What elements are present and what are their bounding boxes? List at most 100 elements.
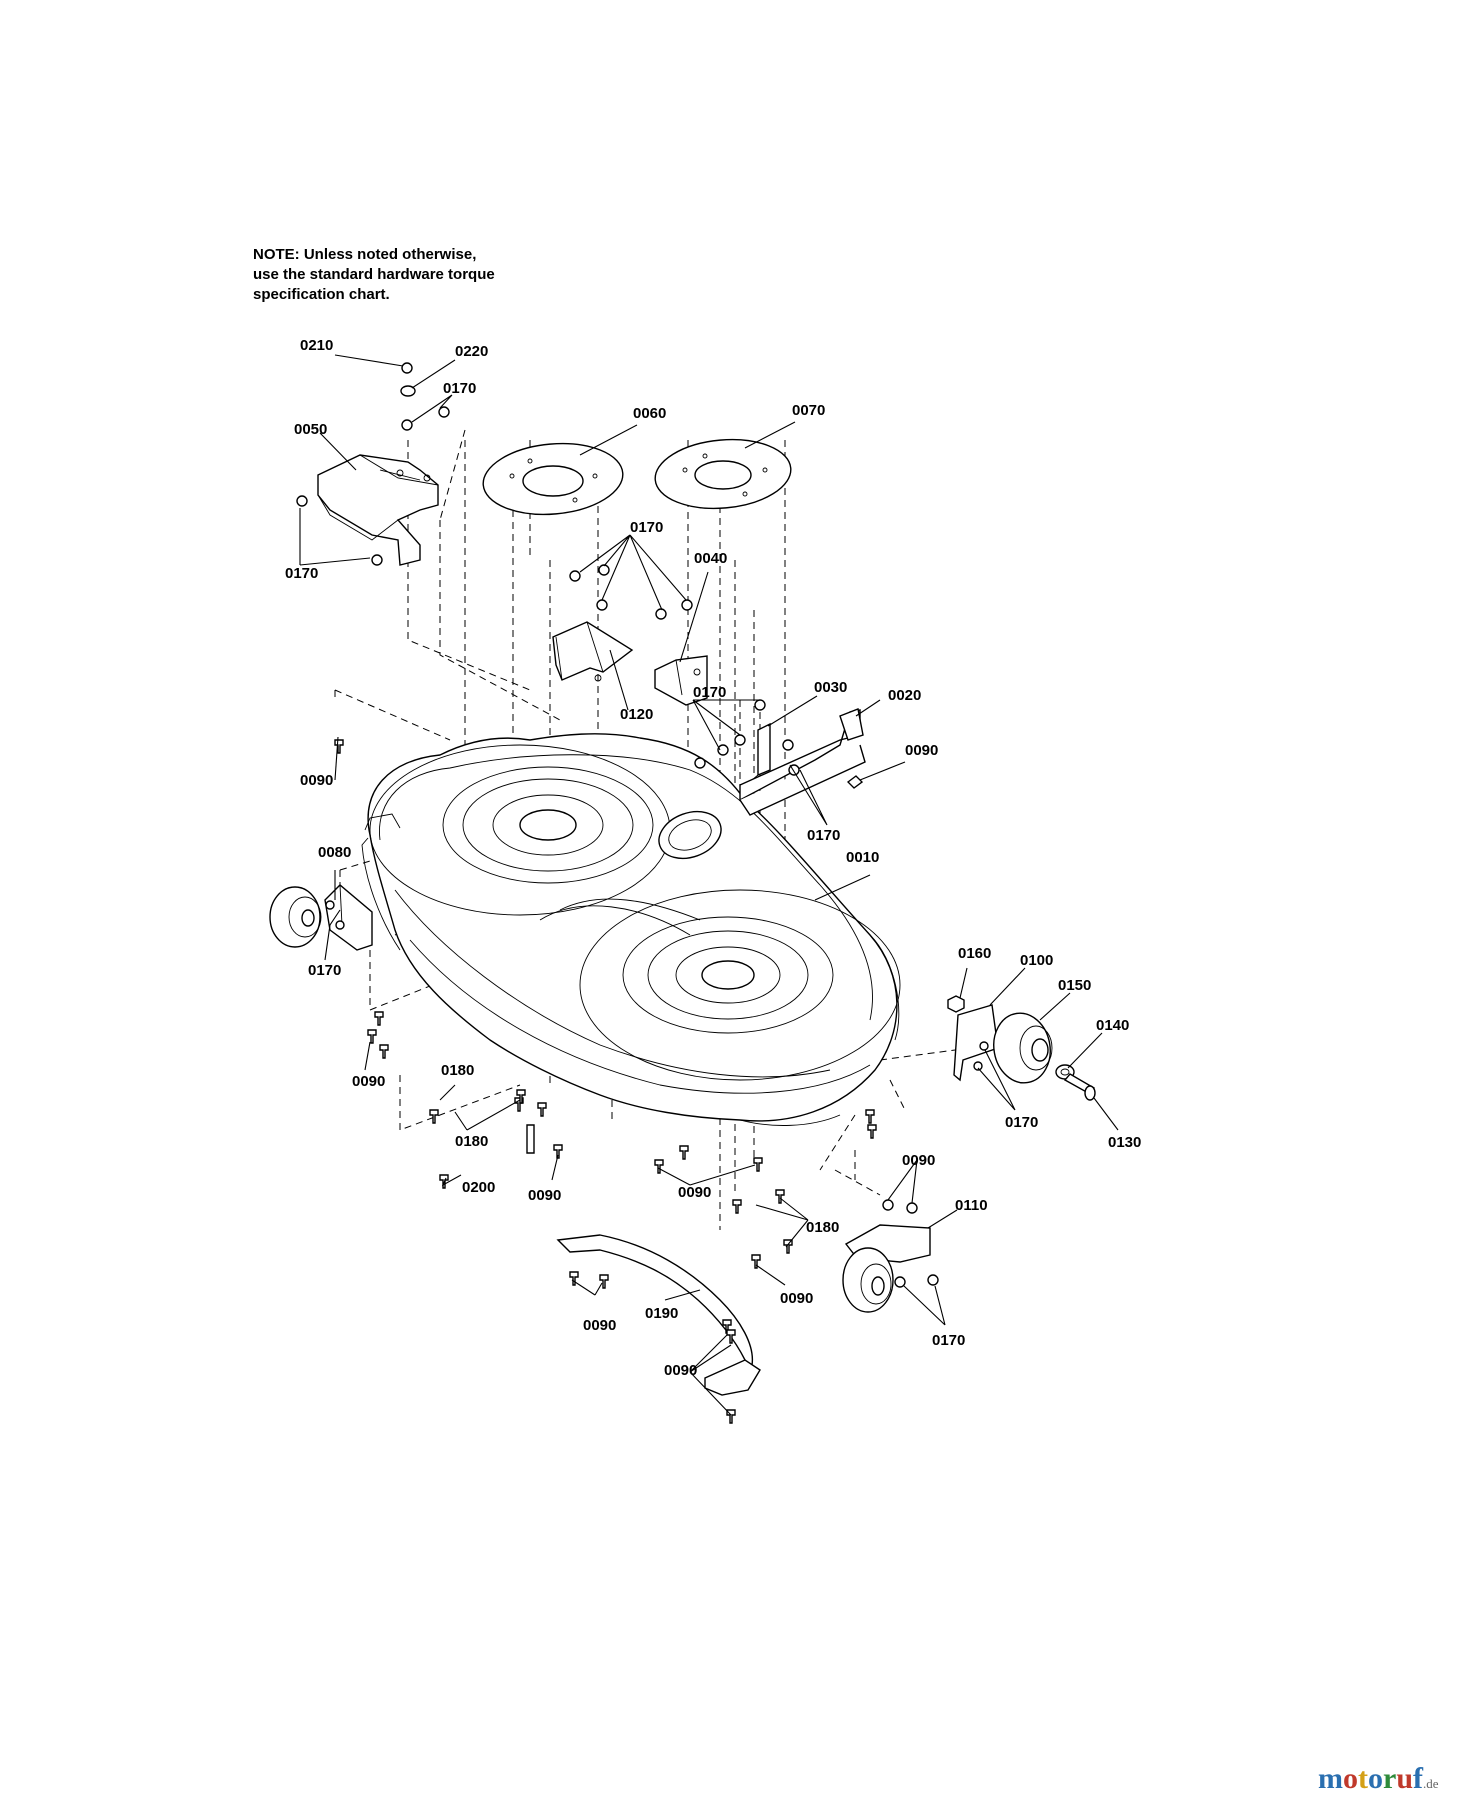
wheel-0150 — [993, 1012, 1053, 1084]
deck-shell-0010 — [361, 733, 901, 1126]
washer-icon — [400, 385, 416, 397]
nut-icon — [371, 554, 383, 566]
wm-u: u — [1396, 1762, 1414, 1795]
bolt-icon — [726, 1329, 736, 1344]
bracket-0120 — [552, 621, 634, 682]
nut-icon — [569, 570, 581, 582]
part-labels: 0210 0220 0170 0050 0170 0060 0070 0170 … — [285, 337, 1141, 1379]
leader-lines — [299, 354, 1119, 1416]
nut-icon — [734, 734, 746, 746]
bolt-icon — [865, 1109, 875, 1124]
nut-icon — [882, 1199, 894, 1211]
bolt-icon — [516, 1089, 526, 1104]
wm-r: r — [1383, 1762, 1397, 1795]
nut-icon — [754, 699, 766, 711]
bolt-icon — [654, 1159, 664, 1174]
nut-icon — [655, 608, 667, 620]
bolt-icon — [775, 1189, 785, 1204]
bolt-icon — [429, 1109, 439, 1124]
label-0090: 0090 — [902, 1152, 935, 1169]
nut-icon — [927, 1274, 939, 1286]
bolt-icon — [334, 739, 344, 754]
nut-icon — [894, 1276, 906, 1288]
bracket-0040 — [654, 655, 708, 706]
nut-icon — [973, 1061, 983, 1071]
label-0090: 0090 — [528, 1187, 561, 1204]
label-0200: 0200 — [462, 1179, 495, 1196]
label-0070: 0070 — [792, 402, 825, 419]
bolt-icon — [751, 1254, 761, 1269]
nut-icon — [401, 419, 413, 431]
nut-icon — [596, 599, 608, 611]
label-0060: 0060 — [633, 405, 666, 422]
bolt-icon — [367, 1029, 377, 1044]
label-0170: 0170 — [932, 1332, 965, 1349]
nut-icon — [681, 599, 693, 611]
baffle-0190 — [556, 1234, 761, 1396]
label-0170: 0170 — [807, 827, 840, 844]
bolt-icon — [867, 1124, 877, 1139]
label-0010: 0010 — [846, 849, 879, 866]
wm-tld: .de — [1423, 1776, 1439, 1791]
label-0220: 0220 — [455, 343, 488, 360]
nut-0160 — [947, 995, 965, 1013]
bolt-icon — [753, 1157, 763, 1172]
label-0100: 0100 — [1020, 952, 1053, 969]
bolt-icon — [783, 1239, 793, 1254]
nut-icon — [325, 900, 335, 910]
label-0090: 0090 — [583, 1317, 616, 1334]
bolt-icon — [537, 1102, 547, 1117]
label-0090: 0090 — [352, 1073, 385, 1090]
label-0110: 0110 — [955, 1197, 988, 1214]
note-line-2: use the standard hardware torque — [253, 266, 495, 283]
label-0160: 0160 — [958, 945, 991, 962]
label-0170: 0170 — [693, 684, 726, 701]
nut-icon — [296, 495, 308, 507]
label-0120: 0120 — [620, 706, 653, 723]
bolt-icon — [379, 1044, 389, 1059]
wheel-assembly-0110 — [842, 1224, 931, 1313]
bolt-icon — [553, 1144, 563, 1159]
bolt-icon — [846, 775, 864, 789]
bolt-icon — [679, 1145, 689, 1160]
nut-icon — [438, 406, 450, 418]
label-0090: 0090 — [780, 1290, 813, 1307]
watermark-logo: motoruf.de — [1318, 1762, 1439, 1796]
nut-icon — [717, 744, 729, 756]
bolt-0130 — [1063, 1073, 1096, 1101]
nut-icon — [979, 1041, 989, 1051]
wheel-bracket-0100 — [953, 1004, 999, 1082]
label-0170: 0170 — [443, 380, 476, 397]
label-0170: 0170 — [308, 962, 341, 979]
wm-f: f — [1413, 1762, 1424, 1795]
label-0080: 0080 — [318, 844, 351, 861]
bracket-0020 — [739, 708, 866, 816]
hardware — [296, 362, 989, 1424]
bolt-icon — [732, 1199, 742, 1214]
label-0180: 0180 — [806, 1219, 839, 1236]
wheel-assembly-0080 — [269, 884, 373, 951]
bolt-icon — [599, 1274, 609, 1289]
label-0180: 0180 — [455, 1133, 488, 1150]
label-0020: 0020 — [888, 687, 921, 704]
label-0040: 0040 — [694, 550, 727, 567]
wm-m: m — [1318, 1762, 1343, 1795]
label-0050: 0050 — [294, 421, 327, 438]
nut-icon — [782, 739, 794, 751]
nut-icon — [694, 757, 706, 769]
label-0090: 0090 — [664, 1362, 697, 1379]
cover-plate-0060 — [482, 442, 624, 516]
label-0190: 0190 — [645, 1305, 678, 1322]
note-line-3: specification chart. — [253, 286, 390, 303]
pin-icon — [526, 1124, 535, 1154]
wm-o2: o — [1368, 1762, 1383, 1795]
nut-icon — [906, 1202, 918, 1214]
wm-o1: o — [1343, 1762, 1358, 1795]
nut-icon — [598, 564, 610, 576]
label-0130: 0130 — [1108, 1134, 1141, 1151]
label-0090: 0090 — [905, 742, 938, 759]
bolt-icon — [374, 1011, 384, 1026]
note-line-1: NOTE: Unless noted otherwise, — [253, 246, 477, 263]
bracket-0050 — [317, 454, 439, 566]
